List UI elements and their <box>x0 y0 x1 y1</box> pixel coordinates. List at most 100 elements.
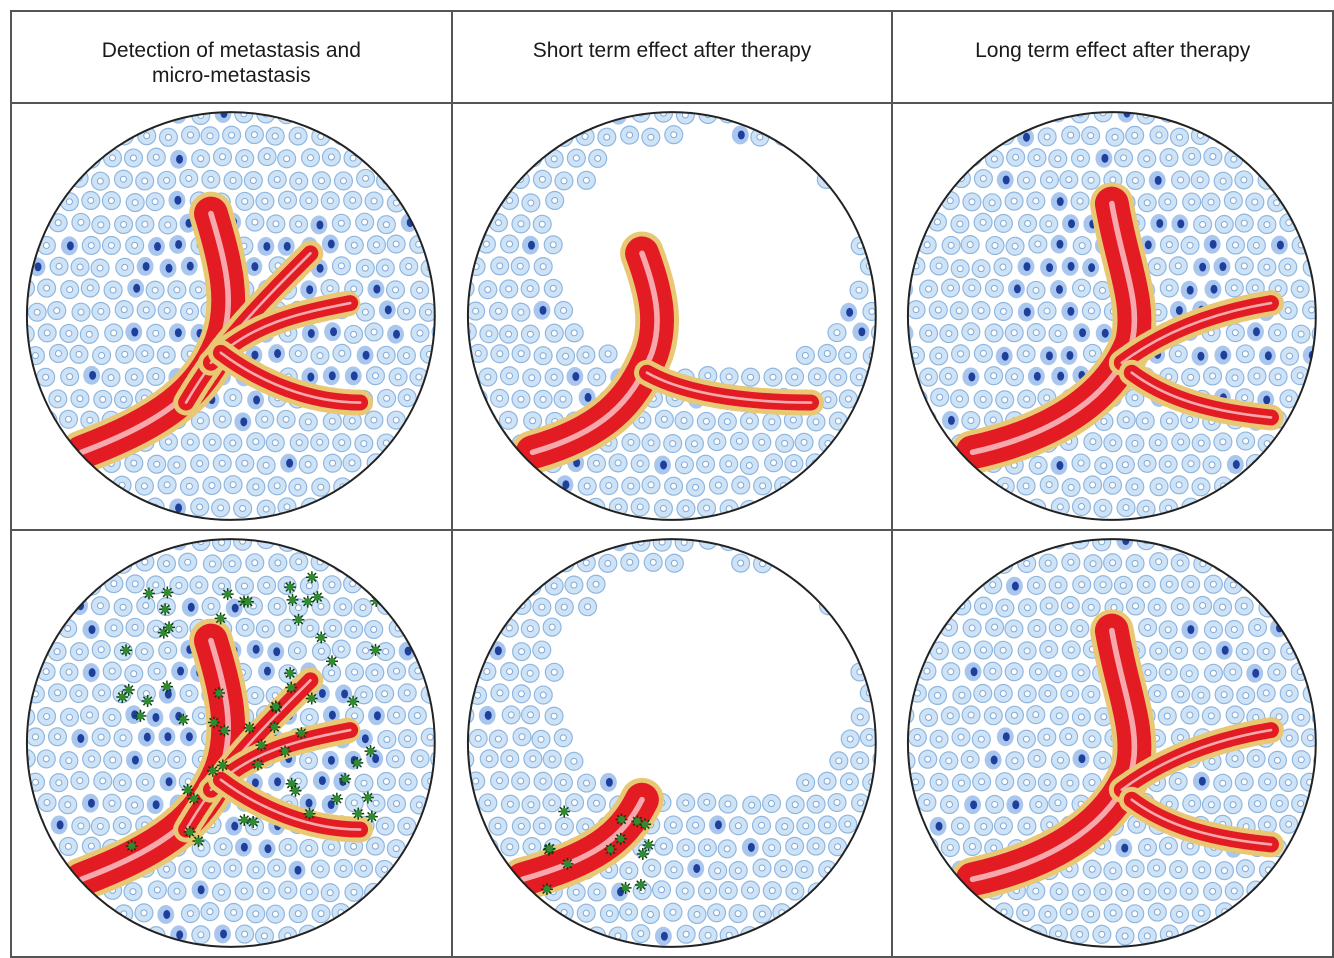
normal-nucleus <box>263 462 269 468</box>
micro-metastasis-marker <box>326 655 338 667</box>
normal-nucleus <box>1058 757 1064 763</box>
normal-nucleus <box>425 309 431 315</box>
normal-nucleus <box>549 800 555 806</box>
normal-nucleus <box>296 178 302 184</box>
micro-metastasis-marker <box>116 691 128 703</box>
normal-nucleus <box>240 506 246 512</box>
normal-nucleus <box>1023 483 1029 489</box>
normal-nucleus <box>1188 843 1194 849</box>
micro-metastasis-marker <box>347 696 359 708</box>
normal-nucleus <box>97 603 103 609</box>
normal-nucleus <box>992 801 998 807</box>
normal-nucleus <box>475 350 481 356</box>
normal-nucleus <box>483 416 489 422</box>
normal-nucleus <box>242 156 248 162</box>
normal-nucleus <box>527 331 533 337</box>
tumor-nucleus <box>484 711 491 720</box>
normal-nucleus <box>384 395 390 401</box>
tumor-nucleus <box>186 732 193 741</box>
normal-nucleus <box>295 484 301 490</box>
panel-long-term-bottom <box>892 530 1333 957</box>
normal-nucleus <box>55 396 61 402</box>
normal-nucleus <box>65 802 71 808</box>
normal-nucleus <box>615 460 621 466</box>
normal-nucleus <box>252 560 258 566</box>
normal-nucleus <box>219 460 225 466</box>
normal-nucleus <box>1275 330 1281 336</box>
normal-nucleus <box>1187 242 1193 248</box>
normal-nucleus <box>506 669 512 675</box>
normal-nucleus <box>857 714 863 720</box>
normal-nucleus <box>946 373 952 379</box>
normal-nucleus <box>338 646 344 652</box>
normal-nucleus <box>111 330 117 336</box>
normal-nucleus <box>1046 221 1052 227</box>
normal-nucleus <box>352 713 358 719</box>
normal-nucleus <box>628 439 634 445</box>
panel-row-bottom <box>11 530 1333 957</box>
normal-nucleus <box>1034 582 1040 588</box>
normal-nucleus <box>1242 263 1248 269</box>
normal-nucleus <box>383 649 389 655</box>
normal-cell <box>455 751 473 769</box>
normal-nucleus <box>371 198 377 204</box>
tumor-nucleus <box>661 932 668 941</box>
normal-nucleus <box>87 417 93 423</box>
tumor-nucleus <box>584 393 591 402</box>
normal-nucleus <box>692 484 698 490</box>
normal-nucleus <box>1068 485 1074 491</box>
normal-nucleus <box>283 112 289 118</box>
normal-nucleus <box>339 560 345 566</box>
micro-metastasis-marker <box>339 773 351 785</box>
tumor-nucleus <box>307 373 314 382</box>
normal-nucleus <box>1178 604 1184 610</box>
normal-nucleus <box>1210 888 1216 894</box>
normal-nucleus <box>219 583 225 589</box>
normal-nucleus <box>99 690 105 696</box>
normal-nucleus <box>1209 713 1215 719</box>
normal-nucleus <box>372 843 378 849</box>
normal-nucleus <box>1287 353 1293 359</box>
normal-nucleus <box>981 647 987 653</box>
normal-nucleus <box>1176 647 1182 653</box>
normal-nucleus <box>968 581 974 587</box>
normal-nucleus <box>306 758 312 764</box>
normal-nucleus <box>438 329 444 335</box>
normal-nucleus <box>946 331 952 337</box>
normal-nucleus <box>968 756 974 762</box>
tumor-nucleus <box>1068 219 1075 228</box>
normal-nucleus <box>330 460 336 466</box>
normal-nucleus <box>55 350 61 356</box>
normal-nucleus <box>1011 669 1017 675</box>
micro-metastasis-marker <box>244 722 256 734</box>
normal-nucleus <box>88 156 94 162</box>
normal-nucleus <box>86 331 92 337</box>
normal-nucleus <box>438 713 444 719</box>
normal-nucleus <box>913 352 919 358</box>
normal-nucleus <box>76 649 82 655</box>
normal-nucleus <box>725 461 731 467</box>
normal-nucleus <box>1232 756 1238 762</box>
normal-cell <box>740 500 758 518</box>
normal-nucleus <box>284 156 290 162</box>
normal-nucleus <box>231 909 237 915</box>
normal-nucleus <box>164 177 170 183</box>
normal-nucleus <box>747 374 753 380</box>
normal-nucleus <box>56 780 62 786</box>
normal-nucleus <box>1068 132 1074 138</box>
normal-nucleus <box>626 868 632 874</box>
normal-nucleus <box>209 561 215 567</box>
tumor-nucleus <box>274 777 281 786</box>
normal-nucleus <box>1090 866 1096 872</box>
normal-nucleus <box>89 583 95 589</box>
normal-nucleus <box>1178 560 1184 566</box>
normal-nucleus <box>959 647 965 653</box>
normal-nucleus <box>770 460 776 466</box>
normal-nucleus <box>496 395 502 401</box>
normal-nucleus <box>1243 351 1249 357</box>
normal-nucleus <box>540 264 546 270</box>
tumor-nucleus <box>1013 800 1020 809</box>
tumor-nucleus <box>1088 263 1095 272</box>
tumor-nucleus <box>1056 535 1063 544</box>
normal-nucleus <box>1220 604 1226 610</box>
